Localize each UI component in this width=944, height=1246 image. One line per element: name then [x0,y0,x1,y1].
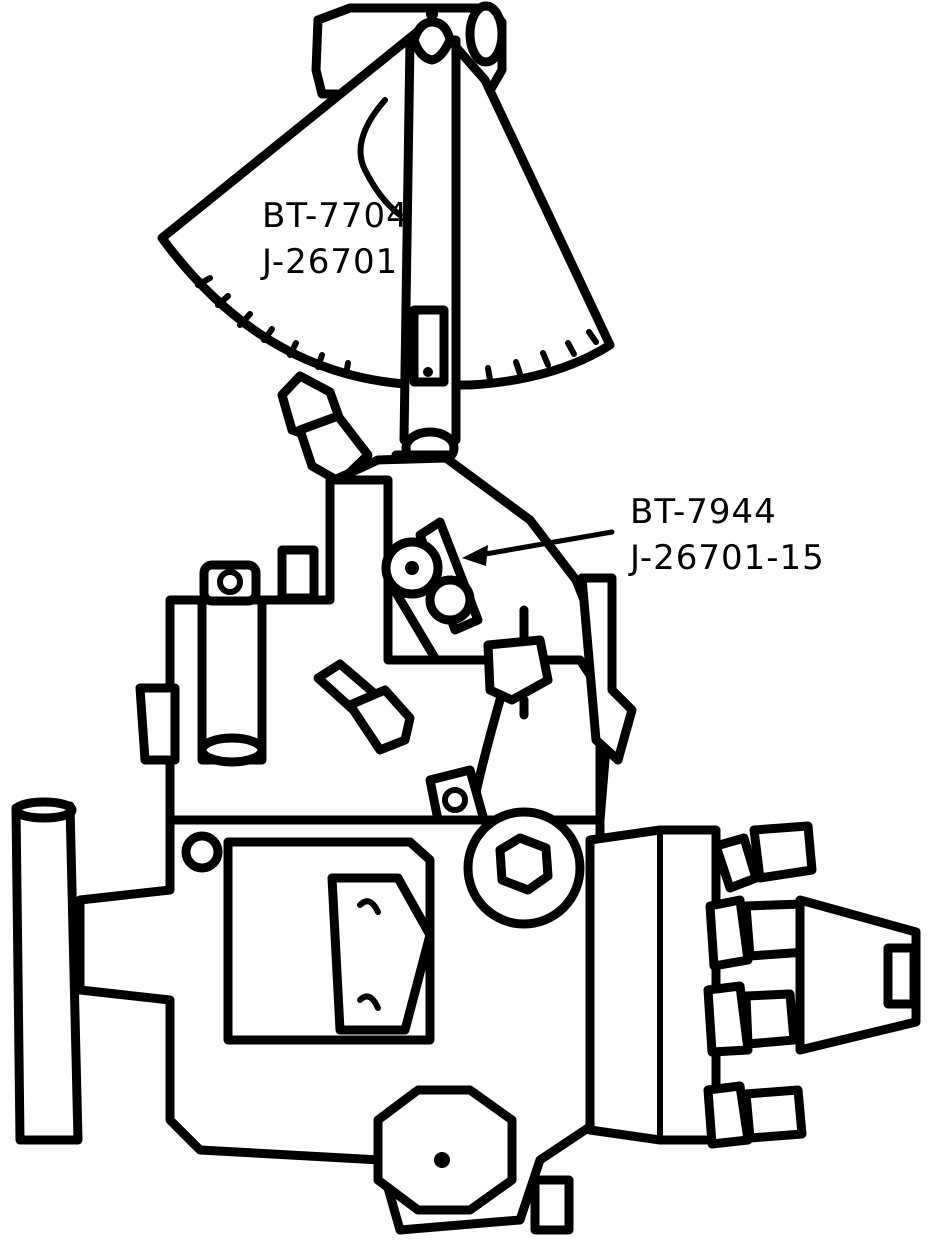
hydraulic-head [585,821,921,1149]
gauge-tool-number-bt: BT-7704 [262,196,409,236]
protractor-gauge-tool [157,1,615,390]
adjusting-arm-tool [313,517,553,835]
arm-tool-number-j: J-26701-15 [630,538,825,578]
gauge-tool-number-j: J-26701 [262,242,399,282]
pump-upper-housing [135,453,637,825]
delivery-fittings [703,821,817,1149]
inlet-fitting [277,371,373,487]
protractor-scale-ticks [195,275,599,383]
arm-tool-number-bt: BT-7944 [630,492,777,532]
callout-arrow-arm [462,529,615,566]
gauge-tool-label: BT-7704 J-26701 [262,196,409,282]
pump-main-body [11,797,605,1235]
arm-tool-label: BT-7944 J-26701-15 [630,492,825,578]
